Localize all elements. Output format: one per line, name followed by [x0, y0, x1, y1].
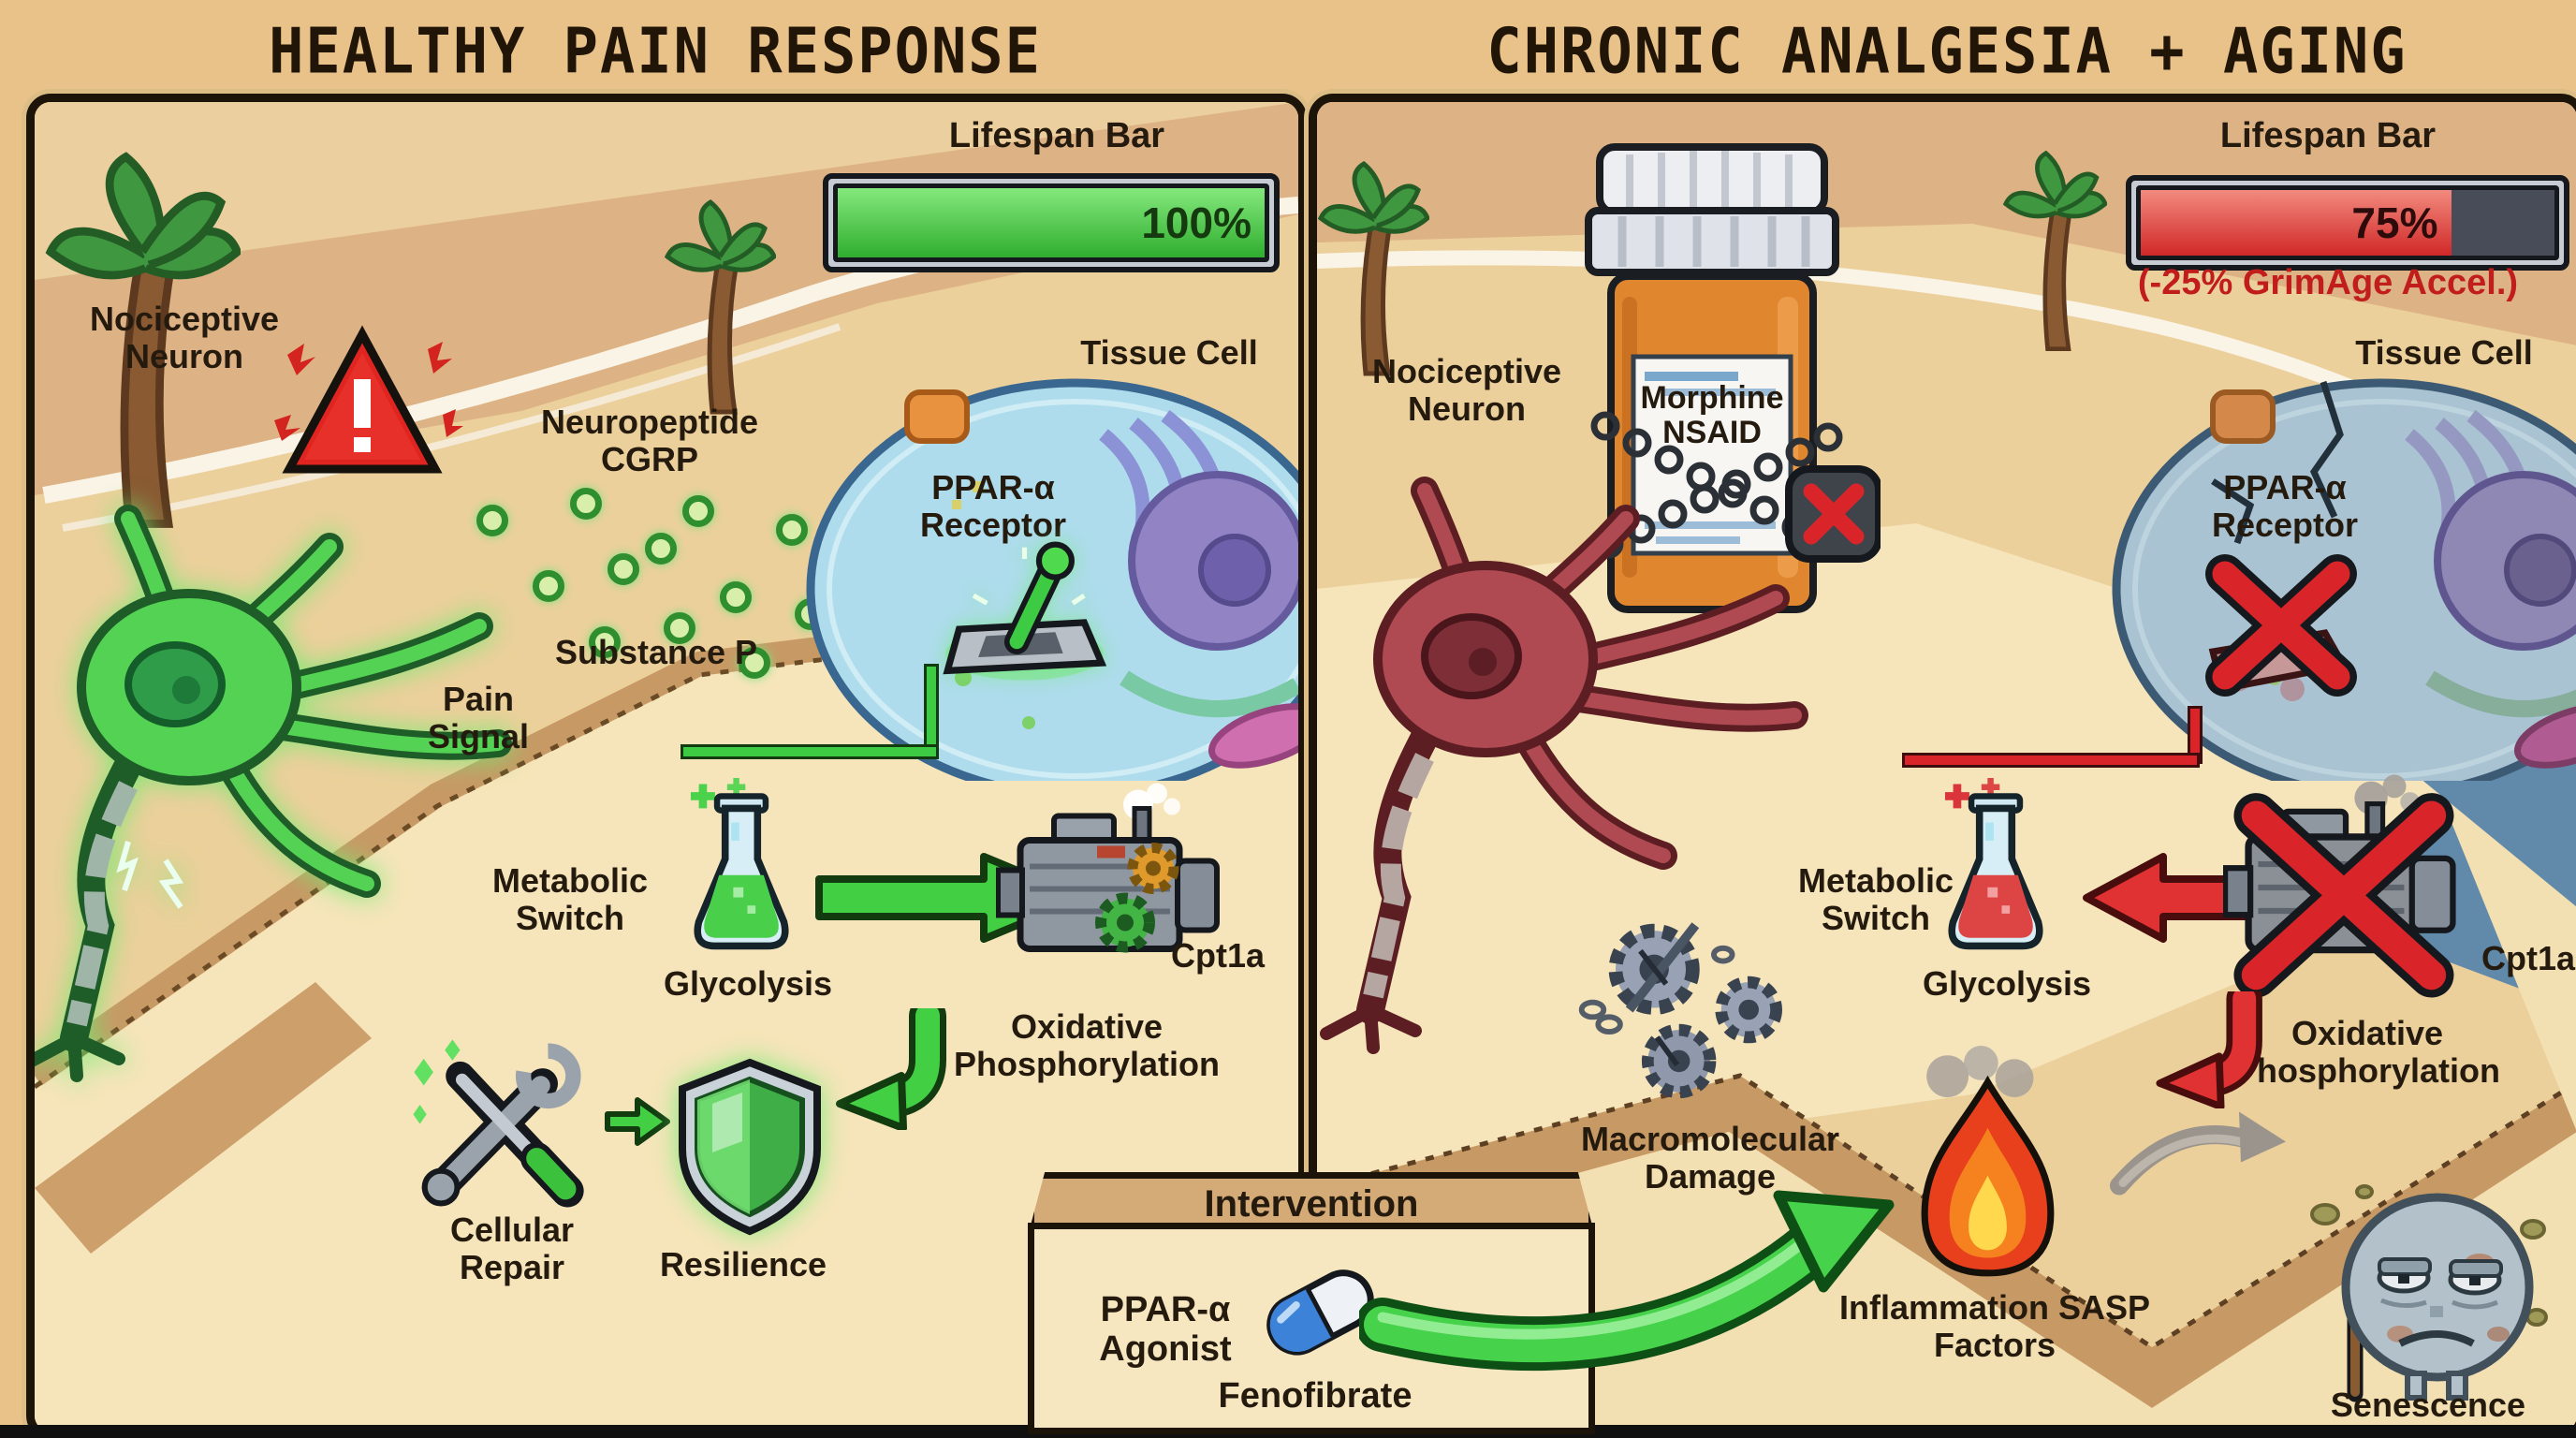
palm-tree-icon — [664, 198, 776, 415]
vesicle-icon — [533, 570, 564, 602]
vesicle-icon — [476, 505, 508, 536]
vesicle-icon — [607, 553, 639, 585]
palm-tree-icon — [45, 152, 241, 528]
vesicle-icon — [739, 647, 770, 679]
lifespan-value: 75% — [2351, 198, 2438, 247]
arrow-bent-down-green-icon — [836, 1008, 946, 1130]
vesicle-icon — [570, 488, 602, 520]
lifespan-value: 100% — [1141, 198, 1251, 247]
cpt1a-label: Cpt1a — [2481, 939, 2576, 977]
senescent-cell-icon — [2310, 1184, 2548, 1402]
capsule-icon — [1266, 1269, 1374, 1356]
receptor-connector-line — [681, 744, 939, 759]
nociceptive-neuron-label: Nociceptive Neuron — [89, 300, 280, 375]
tissue-cell-label: Tissue Cell — [2355, 333, 2533, 372]
title-right: CHRONIC ANALGESIA + AGING — [1486, 14, 2408, 88]
pill-bottle-label: Morphine NSAID — [1640, 380, 1784, 451]
intervention-arrow-icon — [1359, 1190, 1895, 1372]
glycolysis-flask-icon — [1944, 778, 2043, 950]
neuropeptide-label: Neuropeptide CGRP — [540, 403, 758, 478]
panel-healthy: Lifespan Bar 100% Nociceptive Neuron — [26, 94, 1307, 1438]
palm-tree-icon — [1317, 160, 1429, 376]
ppar-lever-icon — [943, 541, 1107, 681]
senescence-label: Senescence — [2330, 1386, 2526, 1424]
lifespan-bar-track-right: 75% — [2136, 185, 2559, 260]
substance-p-label: Substance P — [554, 633, 758, 671]
lifespan-bar-label: Lifespan Bar — [948, 116, 1165, 155]
neuron-healthy-icon — [35, 505, 512, 1082]
smoke-arrow-icon — [2110, 1111, 2286, 1196]
glycolysis-flask-icon — [690, 778, 789, 950]
resilience-shield-icon — [679, 1058, 821, 1236]
cpt1a-label: Cpt1a — [1170, 936, 1266, 975]
pain-signal-label: Pain Signal — [427, 680, 530, 756]
vesicle-icon — [720, 581, 752, 613]
engine-blocked-icon — [2223, 774, 2456, 998]
grimage-note: (-25% GrimAge Accel.) — [2137, 263, 2519, 302]
macromolecular-damage-label: Macromolecular Damage — [1580, 1120, 1840, 1196]
glycolysis-label: Glycolysis — [1922, 964, 2092, 1003]
cellular-repair-label: Cellular Repair — [449, 1211, 575, 1286]
drug-name-label: Fenofibrate — [1218, 1376, 1412, 1416]
receptor-connector-line — [1902, 753, 2200, 768]
intervention-title: Intervention — [1204, 1182, 1419, 1225]
inflammation-fire-icon — [1921, 1046, 2055, 1277]
pill-bottle-icon — [1585, 143, 1882, 613]
inflammation-label: Inflammation SASP Factors — [1838, 1288, 2151, 1364]
oxphos-label: Oxidative Phosphorylation — [953, 1007, 1220, 1083]
title-left: HEALTHY PAIN RESPONSE — [269, 14, 1042, 88]
cellular-repair-tools-icon — [413, 1039, 584, 1208]
vesicle-icon — [645, 533, 677, 565]
vesicle-icon — [776, 514, 808, 546]
lifespan-bar-label: Lifespan Bar — [2219, 116, 2437, 155]
vesicle-icon — [682, 495, 714, 527]
pill-bottle: Morphine NSAID — [1544, 139, 1882, 626]
neuron-damaged-icon — [1320, 477, 1808, 1054]
lifespan-bar-right: 75% — [2126, 175, 2569, 271]
vesicle-icon — [664, 612, 695, 644]
tissue-cell-label: Tissue Cell — [1080, 333, 1258, 372]
lifespan-bar-fill-left: 100% — [838, 188, 1265, 257]
metabolic-switch-label: Metabolic Switch — [1797, 861, 1954, 937]
vesicle-icon — [589, 626, 621, 658]
resilience-label: Resilience — [659, 1245, 827, 1284]
arrow-small-green-icon — [605, 1097, 670, 1146]
lifespan-bar-track-left: 100% — [833, 183, 1269, 262]
lifespan-bar-fill-right: 75% — [2141, 190, 2452, 256]
ppar-receptor-label: PPAR-α Receptor — [2211, 468, 2359, 544]
arrow-bent-down-red-icon — [2156, 991, 2262, 1108]
lifespan-bar-left: 100% — [823, 173, 1280, 272]
broken-gears-icon — [1578, 922, 1782, 1099]
palm-tree-icon — [2002, 150, 2107, 351]
warning-icon — [274, 325, 463, 474]
engine-icon — [996, 783, 1220, 953]
drug-class-label: PPAR-α Agonist — [1099, 1290, 1232, 1369]
ppar-receptor-label: PPAR-α Receptor — [919, 468, 1067, 544]
ppar-lever-broken-icon — [2205, 554, 2357, 701]
nociceptive-neuron-label: Nociceptive Neuron — [1371, 352, 1562, 428]
glycolysis-label: Glycolysis — [663, 964, 833, 1003]
receptor-connector-line — [924, 664, 939, 757]
oxphos-label: Oxidative Phosphorylation — [2233, 1014, 2500, 1090]
metabolic-switch-label: Metabolic Switch — [491, 861, 649, 937]
